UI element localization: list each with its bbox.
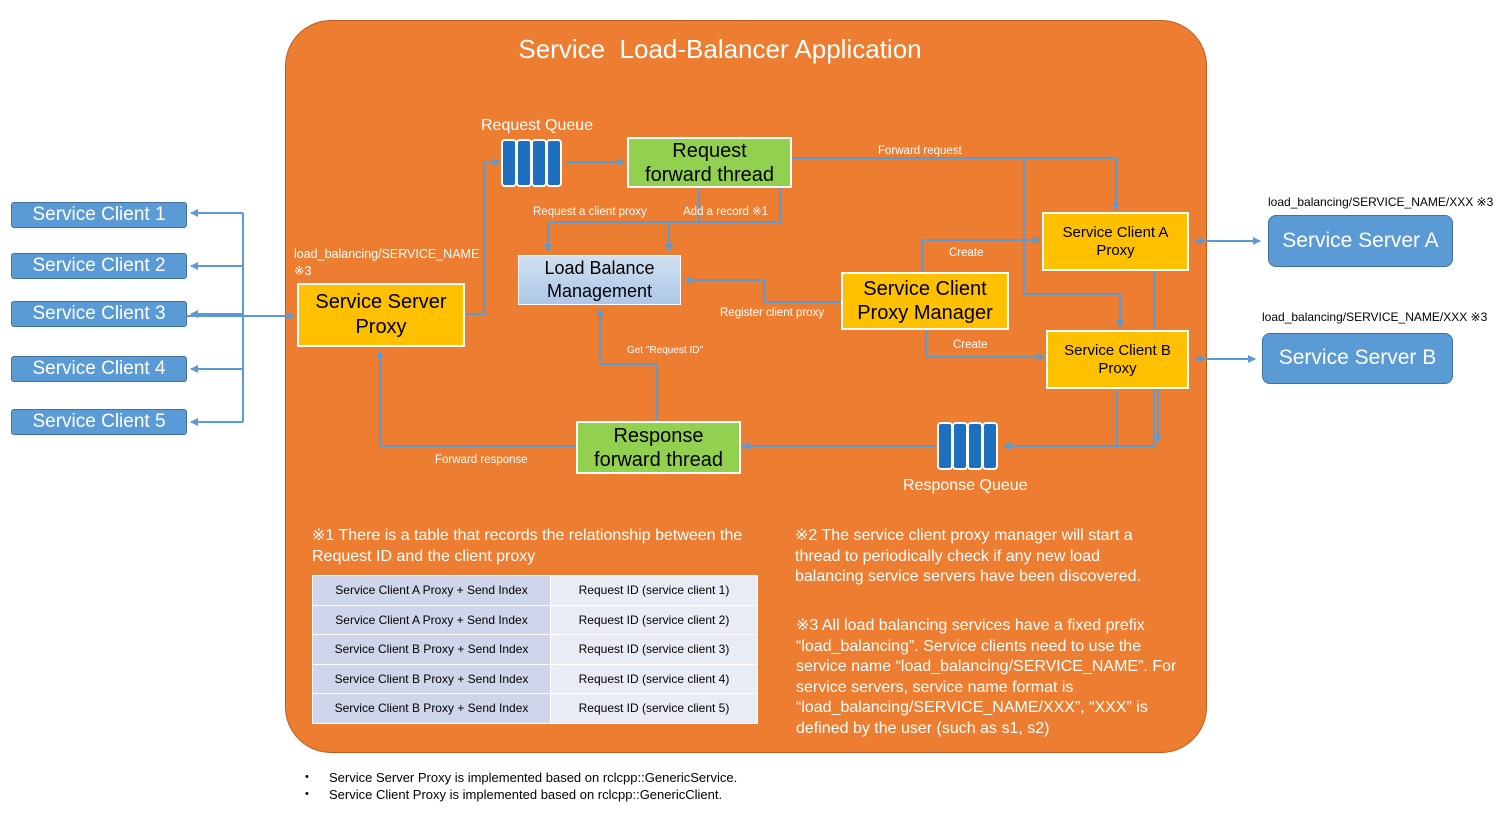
footnote-item: Service Server Proxy is implemented base… — [305, 769, 737, 786]
table-cell-proxy: Service Client A Proxy + Send Index — [312, 604, 551, 635]
note-1: ※1 There is a table that records the rel… — [312, 527, 743, 565]
edge-get-request-id — [596, 308, 658, 421]
server-a-service-name: load_balancing/SERVICE_NAME/XXX ※3 — [1268, 195, 1494, 209]
response-queue — [937, 422, 998, 470]
service-client-5[interactable]: Service Client 5 — [11, 409, 187, 435]
service-server-a[interactable]: Service Server A — [1268, 215, 1453, 267]
server-proxy-name-line2: ※3 — [294, 264, 312, 278]
edge-request-client-proxy — [544, 188, 700, 252]
request-queue — [501, 139, 562, 187]
edge-create-a — [921, 236, 1041, 272]
service-client-b-proxy[interactable]: Service Client B Proxy — [1046, 330, 1189, 389]
service-client-2[interactable]: Service Client 2 — [11, 253, 187, 279]
service-client-3[interactable]: Service Client 3 — [11, 301, 187, 327]
note-3: ※3 All load balancing services have a fi… — [796, 617, 1177, 737]
edge-proxy-a-response — [1117, 270, 1155, 447]
label-forward-request: Forward request — [878, 145, 962, 157]
request-forward-thread[interactable]: Request forward thread — [627, 137, 792, 188]
edge-create-b — [925, 330, 1045, 361]
edge-proxy-b-response-queue — [1003, 387, 1118, 450]
table-cell-proxy: Service Client B Proxy + Send Index — [312, 663, 551, 694]
table-cell-request-id: Request ID (service client 4) — [550, 663, 758, 694]
label-create-b: Create — [953, 339, 988, 351]
label-get-request-id: Get "Request ID" — [627, 345, 704, 356]
response-thread-line2: forward thread — [594, 448, 723, 471]
service-server-b[interactable]: Service Server B — [1262, 333, 1453, 384]
footnote-item: Service Client Proxy is implemented base… — [305, 786, 737, 803]
lbm-line1: Load Balance — [544, 258, 655, 278]
app-title: Service Load-Balancer Application — [518, 34, 922, 64]
lbm-line2: Management — [546, 281, 653, 301]
table-cell-request-id: Request ID (service client 2) — [550, 604, 758, 635]
footnote-list: Service Server Proxy is implemented base… — [305, 769, 737, 803]
table-cell-proxy: Service Client B Proxy + Send Index — [312, 693, 551, 724]
server-proxy-label-line2: Proxy — [355, 316, 407, 338]
load-balance-management[interactable]: Load Balance Management — [518, 255, 681, 305]
client-proxy-b-line1: Service Client B — [1064, 341, 1171, 359]
edge-proxy-request-queue — [464, 158, 501, 315]
request-thread-line1: Request — [672, 139, 747, 162]
label-add-record: Add a record ※1 — [683, 206, 769, 218]
edge-add-record — [665, 188, 781, 252]
note-2: ※2 The service client proxy manager will… — [795, 527, 1141, 585]
service-client-a-proxy[interactable]: Service Client A Proxy — [1042, 212, 1189, 271]
label-register-client-proxy: Register client proxy — [720, 307, 825, 319]
table-cell-request-id: Request ID (service client 3) — [550, 634, 758, 665]
service-server-proxy[interactable]: Service Server Proxy — [297, 283, 465, 347]
label-forward-response: Forward response — [435, 454, 528, 466]
client-proxy-a-line1: Service Client A — [1062, 223, 1169, 241]
response-queue-label: Response Queue — [903, 477, 1028, 494]
edge-register-client-proxy — [684, 276, 842, 303]
table-cell-proxy: Service Client B Proxy + Send Index — [312, 634, 551, 665]
table-cell-request-id: Request ID (service client 1) — [550, 575, 758, 606]
edge-forward-response — [376, 350, 576, 447]
service-client-proxy-manager[interactable]: Service Client Proxy Manager — [841, 272, 1009, 330]
service-client-4[interactable]: Service Client 4 — [11, 356, 187, 382]
server-proxy-label-line1: Service Server — [315, 291, 447, 313]
table-cell-request-id: Request ID (service client 5) — [550, 693, 758, 724]
client-proxy-b-line2: Proxy — [1098, 359, 1137, 377]
label-create-a: Create — [949, 247, 984, 259]
request-thread-line2: forward thread — [645, 163, 774, 186]
server-b-service-name: load_balancing/SERVICE_NAME/XXX ※3 — [1262, 310, 1488, 324]
table-cell-proxy: Service Client A Proxy + Send Index — [312, 575, 551, 606]
response-thread-line1: Response — [613, 424, 704, 447]
service-client-1[interactable]: Service Client 1 — [11, 202, 187, 228]
edge-forward-request-b — [1023, 158, 1124, 328]
proxy-manager-line2: Proxy Manager — [857, 302, 993, 324]
client-proxy-a-line2: Proxy — [1096, 241, 1135, 259]
edge-forward-request-a — [791, 157, 1120, 211]
proxy-manager-line1: Service Client — [863, 278, 987, 300]
label-request-client-proxy: Request a client proxy — [533, 206, 647, 218]
response-forward-thread[interactable]: Response forward thread — [576, 421, 741, 474]
request-queue-label: Request Queue — [481, 117, 594, 134]
server-proxy-name-line1: load_balancing/SERVICE_NAME — [294, 247, 480, 261]
